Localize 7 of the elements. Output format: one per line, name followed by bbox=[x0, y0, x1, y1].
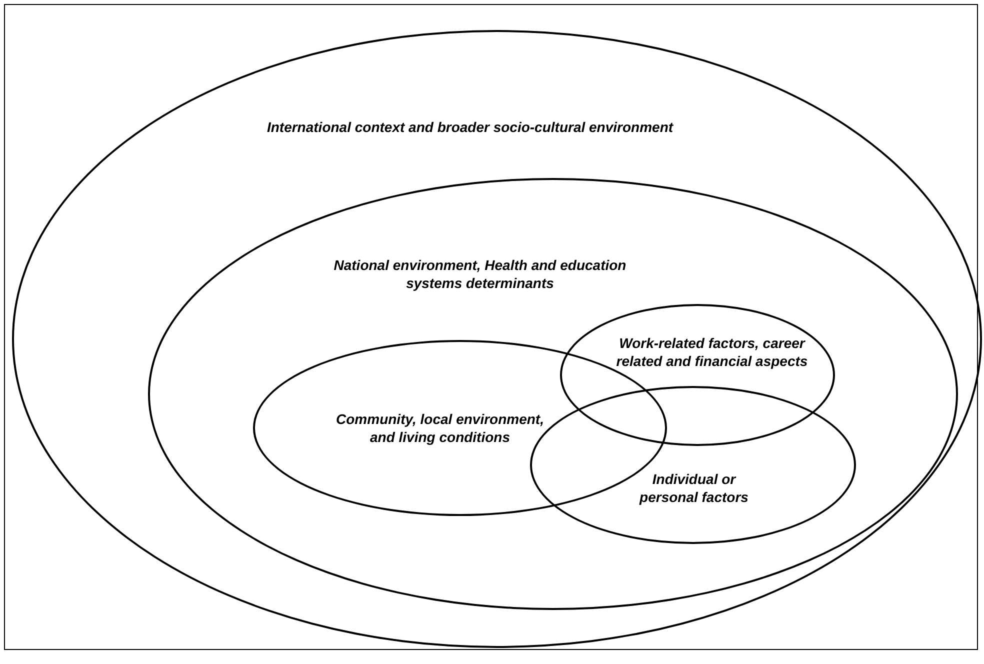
inner-ellipse bbox=[148, 178, 958, 610]
ellipse-label: National environment, Health and education systems determinants bbox=[332, 256, 628, 292]
ellipse-label: Community, local environment, and living conditions bbox=[335, 410, 545, 446]
ellipse-label: Individual or personal factors bbox=[638, 470, 750, 506]
ellipse-label: Work-related factors, career related and financial aspects bbox=[615, 334, 809, 370]
ellipse bbox=[560, 304, 835, 446]
ellipse-label: International context and broader socio-cultural environment bbox=[266, 118, 674, 136]
